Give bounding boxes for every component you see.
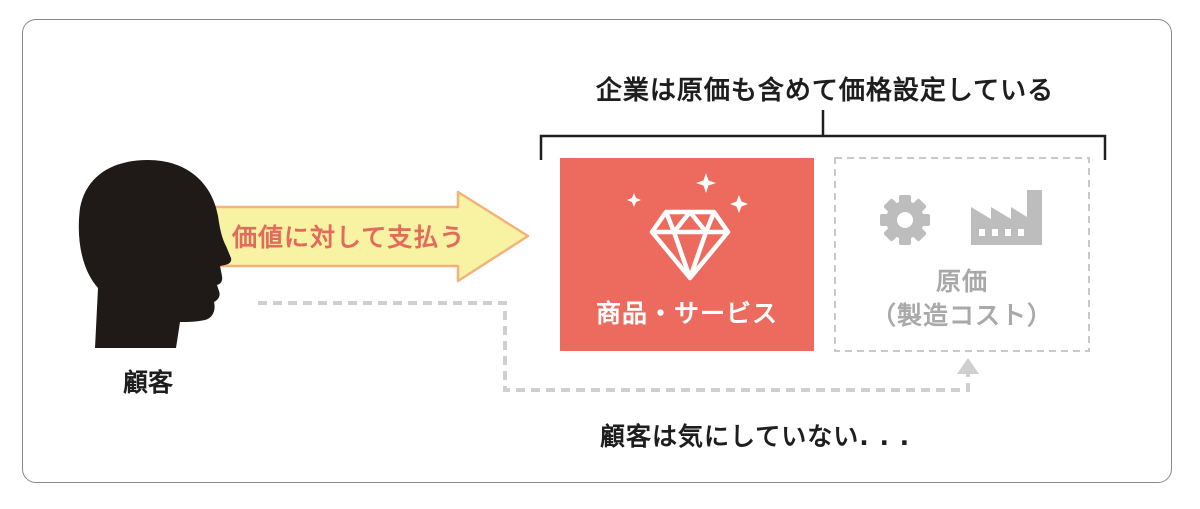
- cost-box: [834, 157, 1090, 352]
- cost-box-sublabel: （製造コスト）: [870, 301, 1053, 330]
- customer-label: 顧客: [122, 368, 173, 397]
- product-box-label: 商品・サービス: [595, 299, 778, 328]
- dashed-arrowhead: [957, 358, 979, 374]
- factory-icon: [971, 190, 1042, 245]
- gear-icon: [880, 195, 930, 245]
- dashed-connector: [258, 301, 970, 392]
- product-box: [560, 158, 814, 351]
- sparkle-icon: [627, 173, 748, 213]
- value-arrow-label: 価値に対して支払う: [232, 223, 466, 252]
- diamond-icon: [649, 209, 731, 281]
- cost-box-label: 原価: [935, 267, 988, 296]
- top-bracket: [539, 110, 1107, 160]
- customer-note: 顧客は気にしていない. . .: [600, 422, 911, 451]
- person-head-icon: [78, 160, 232, 348]
- pricing-heading: 企業は原価も含めて価格設定している: [595, 76, 1055, 106]
- value-arrow: [210, 190, 530, 283]
